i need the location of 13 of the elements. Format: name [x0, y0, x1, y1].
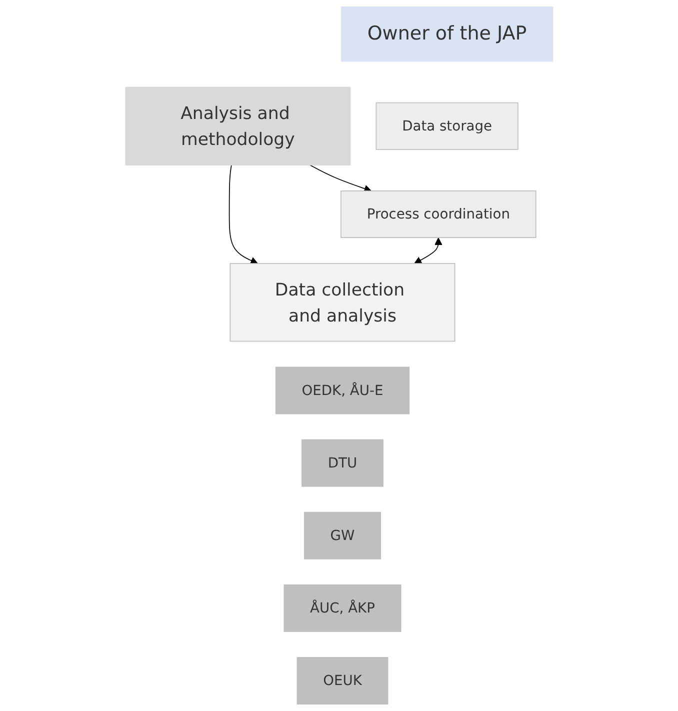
node-box: GW: [304, 512, 381, 560]
node-box: ÅUC, ÅKP: [284, 584, 402, 632]
arrow: [414, 238, 442, 264]
node-box: OEUK: [296, 657, 388, 705]
node-box: Owner of the JAP: [340, 6, 553, 62]
arrow: [228, 164, 258, 264]
node-box: Analysis and methodology: [125, 86, 351, 166]
node-box: Data collection and analysis: [230, 263, 456, 342]
node-box: Data storage: [376, 102, 518, 150]
node-box: OEDK, ÅU-E: [275, 366, 410, 414]
arrow: [309, 164, 372, 192]
node-box: Process coordination: [340, 190, 536, 238]
node-box: DTU: [301, 439, 384, 487]
